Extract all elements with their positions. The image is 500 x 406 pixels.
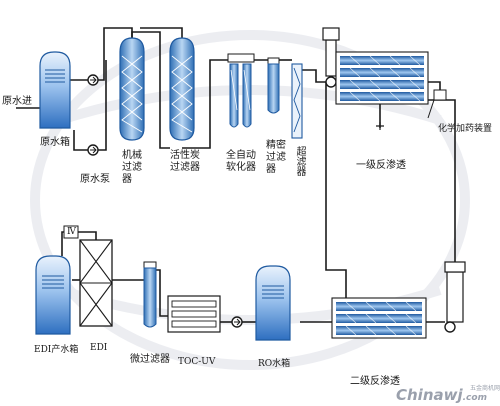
chemical-dosing-shape [427, 89, 447, 119]
brand-suffix: .com [462, 393, 487, 403]
ro-water-tank-shape [255, 265, 291, 341]
label-first-stage-ro: 一级反渗透 [356, 160, 406, 171]
label-mechanical-filter-text: 机械过滤器 [122, 150, 142, 185]
edi-unit-shape [79, 239, 113, 327]
softener-shape [227, 53, 255, 128]
toc-uv-shape [167, 295, 221, 333]
edi-water-tank-shape [35, 255, 71, 335]
label-micro-filter: 微过滤器 [130, 354, 170, 365]
label-softener-text: 全自动软化器 [226, 150, 256, 173]
brand-subtext: 五金商机网 [470, 385, 500, 392]
carbon-filter-shape [169, 37, 195, 141]
label-carbon-filter-text: 活性炭过滤器 [170, 150, 200, 173]
precision-filter-shape [267, 57, 280, 114]
edi-return-box [63, 225, 79, 239]
label-precision-filter: 精密过滤器 [266, 140, 286, 176]
label-edi: EDI [90, 343, 108, 353]
brand-text: Chinawj [396, 386, 463, 404]
label-ro-water-tank: RO水箱 [258, 359, 291, 369]
first-stage-ro-shape [335, 51, 429, 105]
first-ro-drain-valve [376, 122, 384, 130]
label-chemical-dosing: 化学加药装置 [438, 124, 493, 134]
mechanical-filter-shape [119, 37, 145, 141]
brand-watermark: Chinawj.com [396, 386, 487, 404]
micro-filter-shape [143, 261, 157, 328]
label-precision-filter-text: 精密过滤器 [266, 140, 286, 175]
label-mechanical-filter: 机械过滤器 [122, 150, 146, 186]
label-raw-water-tank: 原水箱 [40, 137, 70, 148]
booster-pump [322, 27, 340, 88]
label-return-marker: Ⅳ [67, 227, 76, 237]
label-second-stage-ro: 二级反渗透 [350, 376, 400, 387]
label-micro-filter-text: 微过滤器 [130, 354, 170, 365]
label-raw-water-inlet: 原水进 [2, 96, 32, 107]
label-ultra-filter: 超滤器 [294, 146, 305, 176]
label-softener: 全自动软化器 [226, 150, 256, 174]
label-carbon-filter: 活性炭过滤器 [170, 150, 200, 174]
ro-tank-pump [231, 316, 243, 328]
raw-water-pump-lower [87, 144, 99, 156]
raw-water-tank-shape [39, 51, 71, 129]
label-edi-water-tank: EDI产水箱 [34, 345, 79, 355]
second-stage-pump [444, 261, 466, 333]
ultra-filter-shape [291, 63, 303, 139]
raw-water-pump-upper [87, 74, 99, 86]
label-toc-uv: TOC-UV [178, 357, 216, 367]
second-stage-ro-shape [331, 297, 427, 339]
label-raw-water-pump: 原水泵 [80, 174, 110, 185]
